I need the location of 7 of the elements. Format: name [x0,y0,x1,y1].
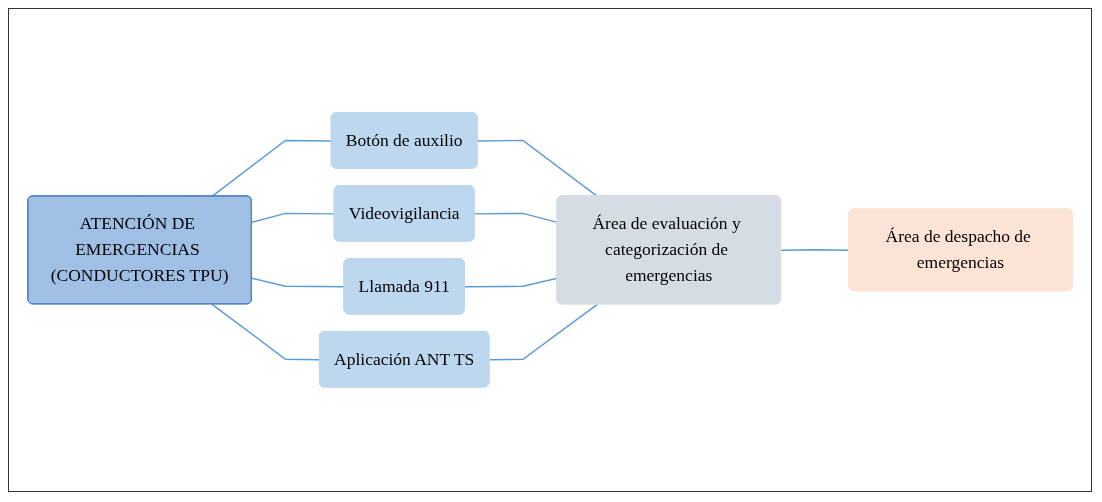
connector [488,303,599,361]
connector [251,212,336,224]
connector [780,249,850,252]
connector [251,277,346,288]
connector [211,139,333,198]
connector [476,139,599,198]
connector [211,303,321,361]
